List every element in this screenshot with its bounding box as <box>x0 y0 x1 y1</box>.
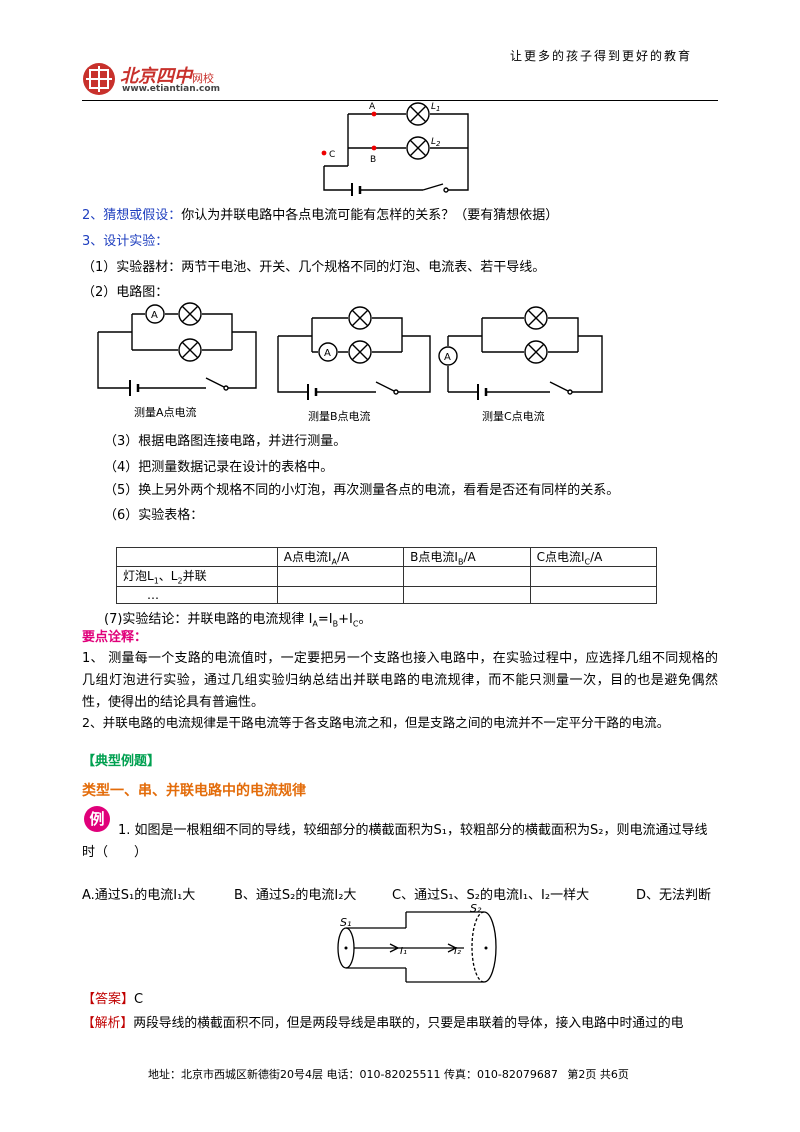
example-question: 1. 如图是一根粗细不同的导线，较细部分的横截面积为S₁，较粗部分的横截面积为S… <box>82 823 708 860</box>
circuit-diagrams: A A A 测量A点电流 测量B点电流 测量C点电流 <box>97 302 603 423</box>
wire-figure: S₁ S₂ I₁ I₂ <box>337 902 497 983</box>
key-point-2: 2、并联电路的电流规律是干路电流等于各支路电流之和，但是支路之间的电流并不一定平… <box>82 715 670 730</box>
header: 北京四中网校 www.etiantian.com 让更多的孩子得到更好的教育 <box>0 0 800 102</box>
analysis: 【解析】两段导线的横截面积不同，但是两段导线是串联的，只要是串联着的导体，接入电… <box>82 1014 683 1034</box>
step-6: （6）实验表格： <box>104 508 204 523</box>
section-design-label: 3、设计实验： <box>82 234 169 249</box>
ammeter-icon: A <box>151 310 158 321</box>
top-circuit-diagram: A B C L1 L2 <box>321 102 469 196</box>
examples-title: 【典型例题】 <box>82 754 161 769</box>
type-1-title: 类型一、串、并联电路中的电流规律 <box>82 783 306 799</box>
logo-text: 北京四中网校 <box>120 62 214 88</box>
example-badge-text: 例 <box>89 810 105 828</box>
step-7-suffix: 。 <box>358 612 372 627</box>
logo-name: 北京四中 <box>120 66 192 87</box>
label-i1: I₁ <box>400 946 407 957</box>
option-b: B、通过S₂的电流I₂大 <box>234 888 357 903</box>
table-header-a: A点电流IA/A <box>276 546 405 568</box>
table-header-c: C点电流IC/A <box>529 546 658 568</box>
experiment-table: A点电流IA/A B点电流IB/A C点电流IC/A 灯泡L1、L2并联 … <box>116 546 658 604</box>
label-s1: S₁ <box>340 916 351 929</box>
section-hypothesis-label: 2、猜想或假设： <box>82 208 182 223</box>
point-b-label: B <box>370 155 376 165</box>
ammeter-icon: A <box>444 352 451 363</box>
footer: 地址：北京市西城区新德街20号4层 电话：010-82025511 传真：010… <box>148 1066 629 1082</box>
footer-address: 地址：北京市西城区新德街20号4层 电话：010-82025511 传真：010… <box>148 1068 558 1081</box>
step-7-formula: IA=IB+IC <box>308 612 359 629</box>
ammeter-icon: A <box>324 348 331 359</box>
step-2: （2）电路图： <box>82 285 169 300</box>
point-c-label: C <box>329 150 335 160</box>
answer-label: 【答案】 <box>82 992 135 1007</box>
table-row-label: … <box>116 585 278 604</box>
step-7-prefix: (7)实验结论：并联电路的电流规律 <box>104 612 305 627</box>
analysis-text: 两段导线的横截面积不同，但是两段导线是串联的，只要是串联着的导体，接入电路中时通… <box>133 1016 684 1031</box>
point-a-label: A <box>369 102 376 112</box>
analysis-label: 【解析】 <box>82 1016 134 1031</box>
table-header-b: B点电流IB/A <box>403 546 531 568</box>
option-d: D、无法判断 <box>636 888 712 903</box>
logo-url: www.etiantian.com <box>122 84 220 94</box>
section-hypothesis-text: 你认为并联电路中各点电流可能有怎样的关系？（要有猜想依据） <box>181 208 559 223</box>
label-s2: S₂ <box>470 902 482 915</box>
table-row: 灯泡L1、L2并联 <box>116 566 658 587</box>
key-points-title: 要点诠释： <box>82 630 148 645</box>
header-slogan: 让更多的孩子得到更好的教育 <box>510 49 693 63</box>
option-c: C、通过S₁、S₂的电流I₁、I₂一样大 <box>392 888 590 903</box>
step-4: （4）把测量数据记录在设计的表格中。 <box>104 460 334 475</box>
header-rule <box>82 100 718 101</box>
caption-c: 测量C点电流 <box>482 409 545 423</box>
step-7: (7)实验结论：并联电路的电流规律 IA=IB+IC。 <box>104 610 371 635</box>
lamp-l2-label: L2 <box>431 137 441 148</box>
logo-suffix: 网校 <box>192 72 214 85</box>
table-row: A点电流IA/A B点电流IB/A C点电流IC/A <box>116 546 658 568</box>
lamp-l1-label: L1 <box>431 102 440 113</box>
logo-icon <box>82 62 116 96</box>
section-hypothesis: 2、猜想或假设：你认为并联电路中各点电流可能有怎样的关系？（要有猜想依据） <box>82 206 558 226</box>
label-i2: I₂ <box>454 946 461 957</box>
table-row-label: 灯泡L1、L2并联 <box>116 566 278 587</box>
caption-b: 测量B点电流 <box>308 409 371 423</box>
table-row: … <box>116 585 658 604</box>
caption-a: 测量A点电流 <box>134 405 197 419</box>
step-5: （5）换上另外两个规格不同的小灯泡，再次测量各点的电流，看看是否还有同样的关系。 <box>104 483 620 498</box>
answer: 【答案】C <box>82 990 143 1010</box>
option-a: A.通过S₁的电流I₁大 <box>82 888 196 903</box>
key-point-1: 1、 测量每一个支路的电流值时，一定要把另一个支路也接入电路中，在实验过程中，应… <box>82 651 718 710</box>
footer-page: 第2页 共6页 <box>567 1068 629 1081</box>
step-3: （3）根据电路图连接电路，并进行测量。 <box>104 434 347 449</box>
step-1: （1）实验器材：两节干电池、开关、几个规格不同的灯泡、电流表、若干导线。 <box>82 260 546 275</box>
example-badge: 例 <box>84 806 110 832</box>
answer-value: C <box>134 992 144 1007</box>
